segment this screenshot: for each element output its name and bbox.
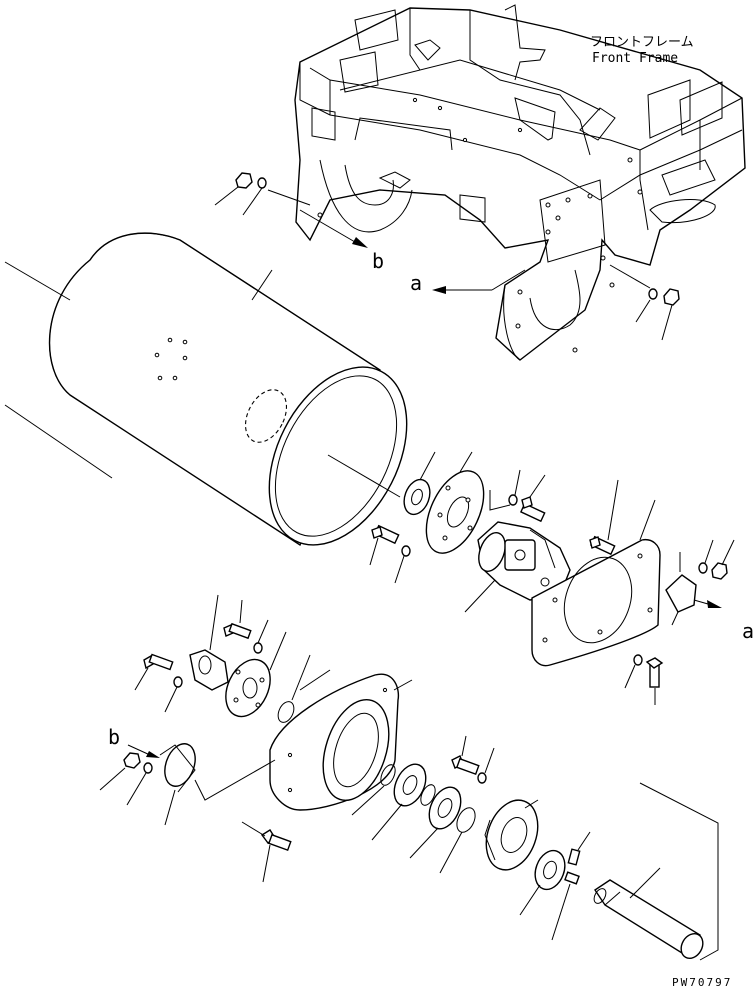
ref-a-arrow-label: a <box>742 619 754 643</box>
cover-bolt-top <box>589 479 619 556</box>
inner-bearing <box>519 849 566 916</box>
ref-a-arrow: a <box>410 269 526 295</box>
coupling-bolt-lower <box>134 653 183 713</box>
bearing-housing <box>484 799 539 871</box>
cover-plate <box>531 499 661 667</box>
ref-a-label: a <box>410 271 422 295</box>
hydraulic-motor <box>464 521 571 613</box>
snap-ring <box>277 654 311 723</box>
roller-drum <box>4 232 408 547</box>
cap-b: b <box>108 725 276 826</box>
vibration-shaft-coupling <box>189 594 229 691</box>
ref-b-arrow-label: b <box>108 725 120 749</box>
frame-label-jp: フロントフレーム <box>590 35 694 50</box>
ref-b-arrow: b <box>299 209 384 273</box>
drum-side-plate <box>269 669 413 811</box>
drawing-number: PW70797 <box>672 976 732 989</box>
cap-nut <box>99 752 153 806</box>
frame-nut-left <box>214 172 311 216</box>
front-frame <box>294 4 746 361</box>
flange-bolts-top <box>489 469 546 523</box>
side-plate-bolt <box>241 821 292 883</box>
pin <box>551 871 580 941</box>
cover-bolt-bottom <box>624 654 664 705</box>
axle-shaft <box>593 782 719 961</box>
damper-nut <box>698 539 735 580</box>
drum-bolt-pattern <box>154 337 188 381</box>
key <box>567 831 591 866</box>
frame-nut-right <box>609 264 680 341</box>
front-frame-label: フロントフレーム Front Frame <box>590 35 694 66</box>
ref-b-label: b <box>372 249 384 273</box>
bearing-ring <box>403 451 436 516</box>
flange-disc <box>425 451 485 554</box>
shaft-flange <box>225 631 287 718</box>
coupling-bolt-upper <box>223 599 269 654</box>
frame-bolt-holes <box>317 97 643 353</box>
frame-label-en: Front Frame <box>592 51 678 66</box>
housing-bolt <box>451 735 495 784</box>
flange-bolts-bottom <box>369 524 411 584</box>
bearings-set <box>351 763 476 874</box>
damper-mount: a <box>665 552 754 643</box>
